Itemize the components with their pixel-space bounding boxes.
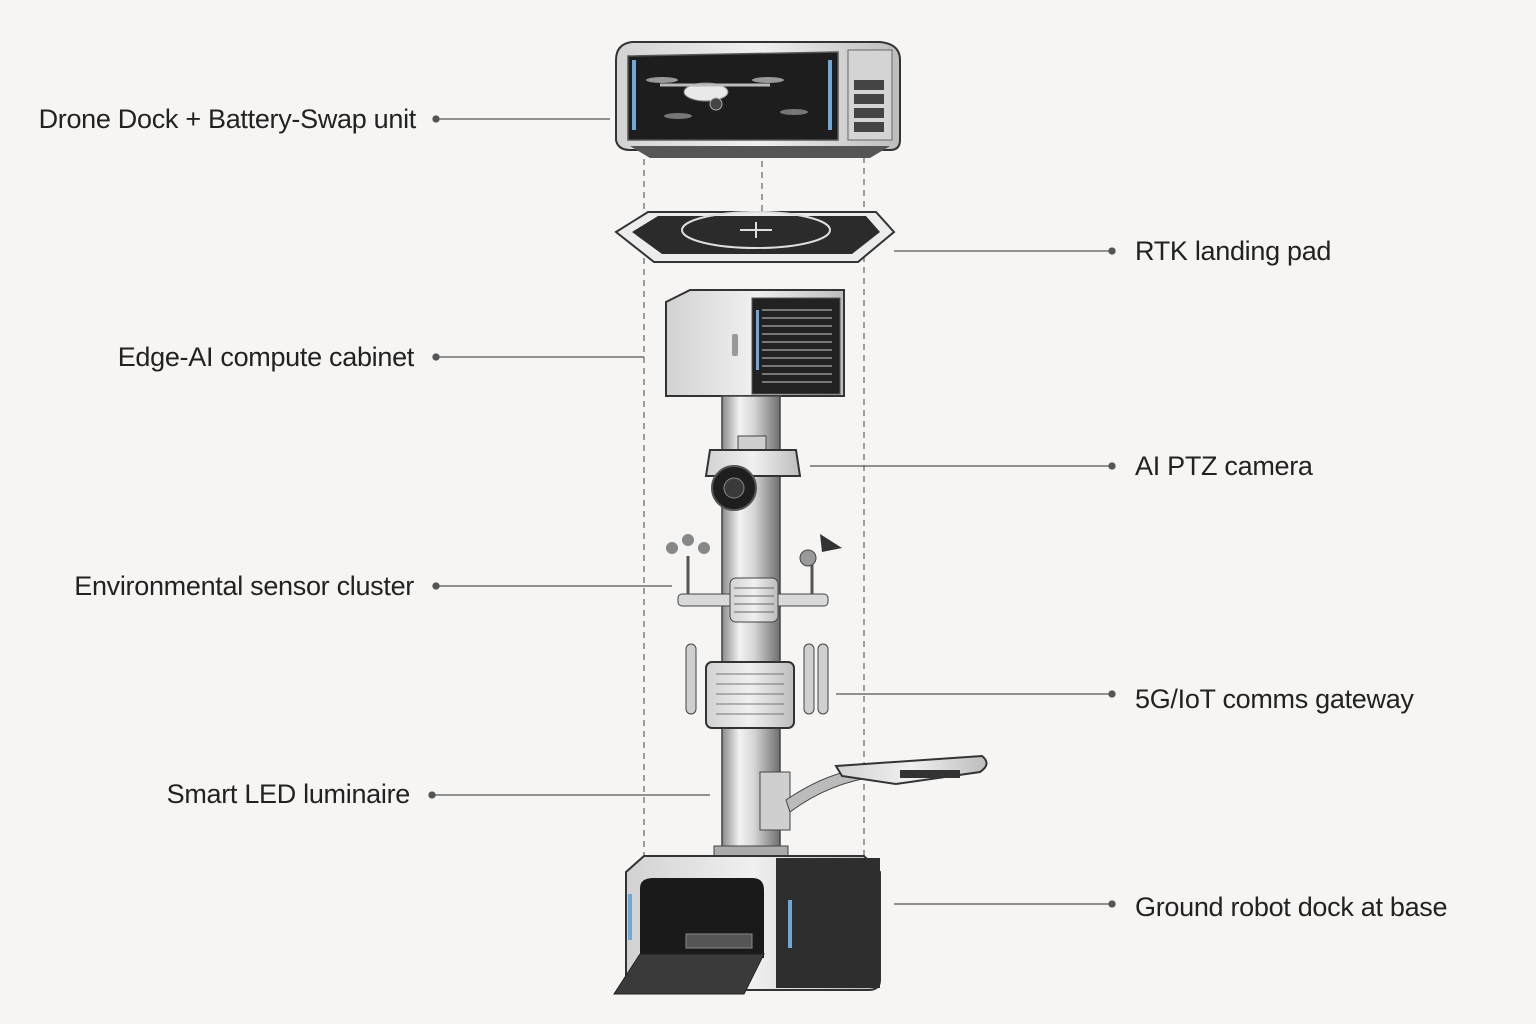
label-robot-dock: Ground robot dock at base bbox=[1135, 892, 1448, 922]
robot-dock-illustration bbox=[613, 855, 881, 995]
label-ptz-camera: AI PTZ camera bbox=[1135, 451, 1313, 481]
drone-dock-illustration bbox=[615, 41, 901, 158]
label-rtk-landing-pad: RTK landing pad bbox=[1135, 236, 1332, 266]
label-led-luminaire: Smart LED luminaire bbox=[166, 779, 411, 809]
edge-ai-cabinet-illustration bbox=[665, 289, 845, 397]
environmental-sensors-illustration bbox=[666, 534, 842, 623]
label-environmental-sensors: Environmental sensor cluster bbox=[74, 571, 414, 601]
rtk-landing-pad-illustration bbox=[614, 211, 896, 263]
label-drone-dock: Drone Dock + Battery-Swap unit bbox=[38, 104, 417, 134]
comms-gateway-illustration bbox=[685, 643, 829, 729]
leader-lines bbox=[428, 115, 1116, 908]
label-edge-ai-cabinet: Edge-AI compute cabinet bbox=[117, 342, 415, 372]
ptz-camera-illustration bbox=[704, 435, 802, 511]
label-comms-gateway: 5G/IoT comms gateway bbox=[1135, 684, 1414, 714]
led-luminaire-illustration bbox=[759, 754, 988, 831]
